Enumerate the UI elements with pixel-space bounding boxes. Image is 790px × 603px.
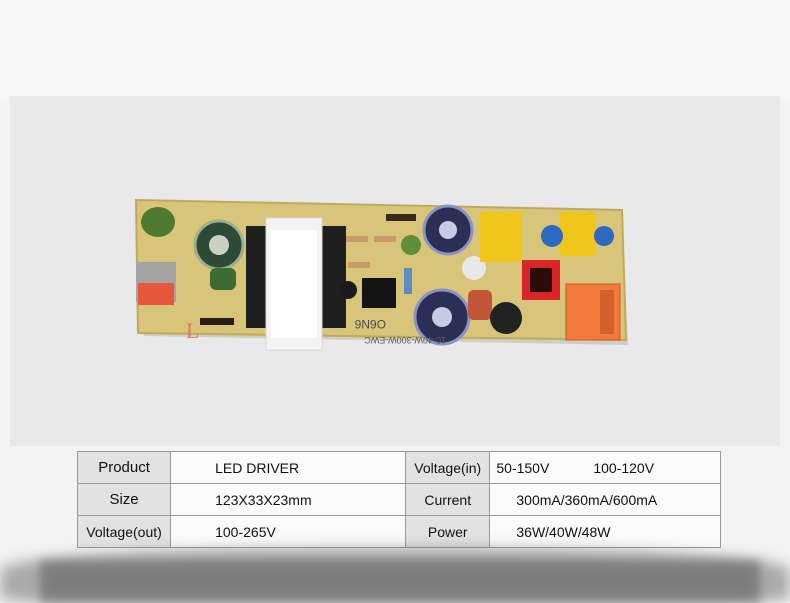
label-power: Power [405,515,491,548]
value-current: 300mA/360mA/600mA [489,483,721,516]
black-inductor [490,302,522,334]
board-marking-model: O6N6 [354,317,386,331]
resistor-3 [348,262,370,268]
value-product: LED DRIVER [170,451,407,484]
green-cap-small [401,235,421,255]
label-size: Size [76,483,172,516]
inductor-coil-left [210,268,236,290]
yellow-capacitor-2 [560,212,596,256]
table-row: Product LED DRIVER Voltage(in) 50-150V 10… [76,451,721,484]
board-marking-rating: 10-40W-300W-EWC [364,335,446,345]
green-capacitor-left [141,207,175,237]
blue-capacitor-1 [541,225,563,247]
label-voltage-in: Voltage(in) [405,451,491,484]
capacitor-top-bottom [432,307,452,327]
yellow-capacitor-1 [480,212,522,262]
resistor-1 [346,236,368,242]
brown-cap [468,290,492,320]
table-row: Voltage(out) 100-265V Power 36W/40W/48W [76,515,721,548]
spec-table: Product LED DRIVER Voltage(in) 50-150V 10… [76,451,721,548]
resistor-vertical-blue [404,268,412,294]
ic-chip [362,278,396,308]
board-marking-L: L [186,318,199,343]
value-size: 123X33X23mm [170,483,407,516]
label-product: Product [76,451,172,484]
value-voltage-in: 50-150V 100-120V [489,451,721,484]
table-row: Size 123X33X23mm Current 300mA/360mA/600… [76,483,721,516]
small-black-cap [339,281,357,299]
filter-core [530,268,552,292]
background-top [0,0,790,100]
transformer-highlight [271,230,317,338]
bottom-smudge-dark [40,560,760,603]
diode-bottom [200,318,234,325]
terminal-slots [600,290,614,334]
label-current: Current [405,483,491,516]
input-connector-orange [138,283,174,305]
capacitor-top-left [209,235,229,255]
value-voltage-out: 100-265V [170,515,407,548]
resistor-2 [374,236,396,242]
value-power: 36W/40W/48W [489,515,721,548]
diode-top [386,214,416,221]
value-voltage-in-a: 50-150V [496,459,550,476]
blue-capacitor-2 [594,226,614,246]
value-voltage-in-b: 100-120V [593,459,655,476]
label-voltage-out: Voltage(out) [76,515,172,548]
capacitor-top-mid [439,221,457,239]
